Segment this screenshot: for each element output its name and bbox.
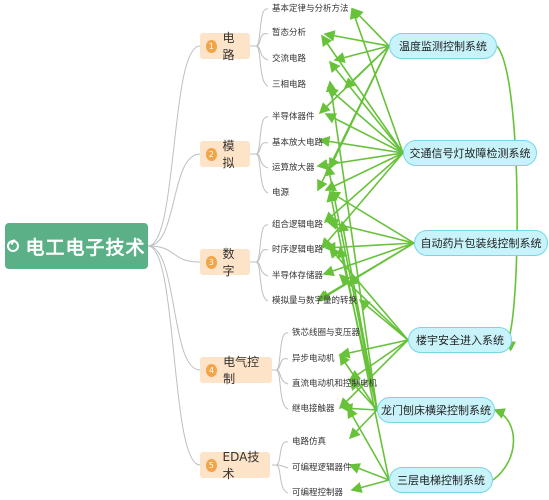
number-badge: 5	[206, 458, 217, 472]
mapping-arrow	[324, 152, 404, 191]
category-label: 电气控制	[223, 355, 260, 386]
topic-async-motor[interactable]: 异步电动机	[292, 354, 335, 364]
topic-transformer[interactable]: 铁芯线圈与变压器	[292, 328, 361, 338]
topic-plc[interactable]: 可编程控制器	[292, 488, 344, 498]
topic-branch-line	[275, 369, 289, 410]
system-traffic-light-detection[interactable]: 交通信号灯故障检测系统	[403, 140, 537, 166]
mapping-arrows	[316, 7, 518, 493]
topic-ad-da-conversion[interactable]: 模拟量与数字量的转换	[272, 296, 358, 306]
root-label: 电工电子技术	[25, 236, 146, 259]
mapping-arrow	[320, 152, 404, 250]
topic-branch-line	[255, 45, 269, 87]
category-electrical-control[interactable]: 4 电气控制	[200, 355, 272, 386]
topic-combinational-logic[interactable]: 组合逻辑电路	[272, 220, 324, 230]
mapping-arrow	[323, 30, 390, 47]
category-label: 电路	[222, 31, 235, 62]
topic-branch-line	[275, 332, 289, 371]
topic-branch-line	[255, 153, 269, 194]
topic-ac-circuit[interactable]: 交流电路	[272, 54, 307, 64]
topic-branch-line	[255, 261, 269, 302]
topic-circuit-simulation[interactable]: 电路仿真	[292, 437, 327, 447]
system-pill-packaging[interactable]: 自动药片包装线控制系统	[414, 230, 548, 256]
branch-connectors	[147, 8, 289, 494]
mapping-arrow	[316, 242, 415, 301]
topic-power-supply[interactable]: 电源	[272, 188, 290, 198]
topic-op-amp[interactable]: 运算放大器	[272, 163, 315, 173]
mapping-arrow	[358, 298, 409, 341]
topic-branch-line	[255, 142, 269, 155]
root-branch-line	[147, 153, 201, 247]
system-gantry-planer[interactable]: 龙门刨床横梁控制系统	[377, 397, 495, 423]
topic-branch-line	[275, 441, 289, 466]
root-branch-line	[147, 245, 201, 371]
topic-sequential-logic[interactable]: 时序逻辑电路	[272, 245, 324, 255]
topic-basic-amplifier[interactable]: 基本放大电路	[272, 138, 324, 148]
topic-branch-line	[275, 464, 289, 494]
mapping-arrow	[348, 339, 409, 381]
topic-transient-analysis[interactable]: 暂态分析	[272, 28, 307, 38]
mapping-arrow	[348, 273, 378, 411]
mapping-arrow	[328, 191, 415, 244]
category-eda[interactable]: 5 EDA技术	[200, 450, 270, 481]
topic-three-phase[interactable]: 三相电路	[272, 80, 307, 90]
mapping-arrow	[348, 463, 390, 481]
category-label: 数字	[222, 247, 235, 278]
mapping-arrow	[349, 7, 404, 154]
topic-basic-laws[interactable]: 基本定律与分析方法	[272, 4, 349, 14]
topic-branch-line	[275, 358, 289, 371]
topic-semiconductor[interactable]: 半导体器件	[272, 112, 315, 122]
topic-branch-line	[255, 8, 269, 47]
topic-branch-line	[255, 33, 269, 47]
mapping-arrow	[333, 45, 390, 64]
topic-branch-line	[255, 224, 269, 263]
category-circuit[interactable]: 1 电路	[200, 31, 250, 62]
system-building-access[interactable]: 楼宇安全进入系统	[408, 327, 512, 353]
mapping-arrow	[324, 113, 404, 154]
topic-dc-motor[interactable]: 直流电动机和控制电机	[292, 379, 378, 389]
number-badge: 3	[206, 255, 217, 269]
mapping-arrow	[348, 409, 378, 440]
mapping-arrow	[321, 34, 404, 154]
number-badge: 1	[206, 39, 217, 53]
topic-relay-contactor[interactable]: 继电接触器	[292, 404, 335, 414]
mapping-arrow	[348, 378, 378, 411]
topic-branch-line	[255, 249, 269, 263]
category-label: 模拟	[222, 139, 235, 170]
mapping-arrow	[326, 190, 390, 481]
mapping-arrow	[496, 45, 518, 352]
mapping-arrow	[323, 152, 404, 224]
mapping-arrow	[347, 406, 390, 481]
mapping-arrow	[350, 479, 390, 493]
root-branch-line	[147, 245, 201, 466]
system-three-floor-elevator[interactable]: 三层电梯控制系统	[389, 467, 493, 493]
topic-branch-line	[255, 116, 269, 155]
mapping-arrow	[318, 45, 390, 115]
mapping-arrow	[492, 408, 515, 481]
root-branch-line	[147, 45, 201, 247]
category-label: EDA技术	[222, 450, 260, 481]
topic-semiconductor-memory[interactable]: 半导体存储器	[272, 271, 324, 281]
mapping-arrow	[328, 60, 404, 154]
category-analog[interactable]: 2 模拟	[200, 139, 250, 170]
mapping-arrow	[316, 152, 404, 171]
number-badge: 4	[206, 363, 218, 377]
clock-icon	[7, 240, 20, 252]
root-branch-line	[147, 245, 201, 263]
mapping-arrow	[318, 135, 404, 154]
system-temperature-monitoring[interactable]: 温度监测控制系统	[389, 33, 497, 59]
topic-pld[interactable]: 可编程逻辑器件	[292, 463, 352, 473]
mapping-arrow	[338, 339, 409, 410]
root-node[interactable]: 电工电子技术	[5, 223, 148, 269]
mapping-arrow	[338, 339, 409, 359]
number-badge: 2	[206, 147, 217, 161]
mapping-arrow	[325, 80, 378, 411]
mapping-arrow	[322, 242, 415, 277]
category-digital[interactable]: 3 数字	[200, 247, 250, 278]
mapping-arrow	[326, 86, 404, 154]
